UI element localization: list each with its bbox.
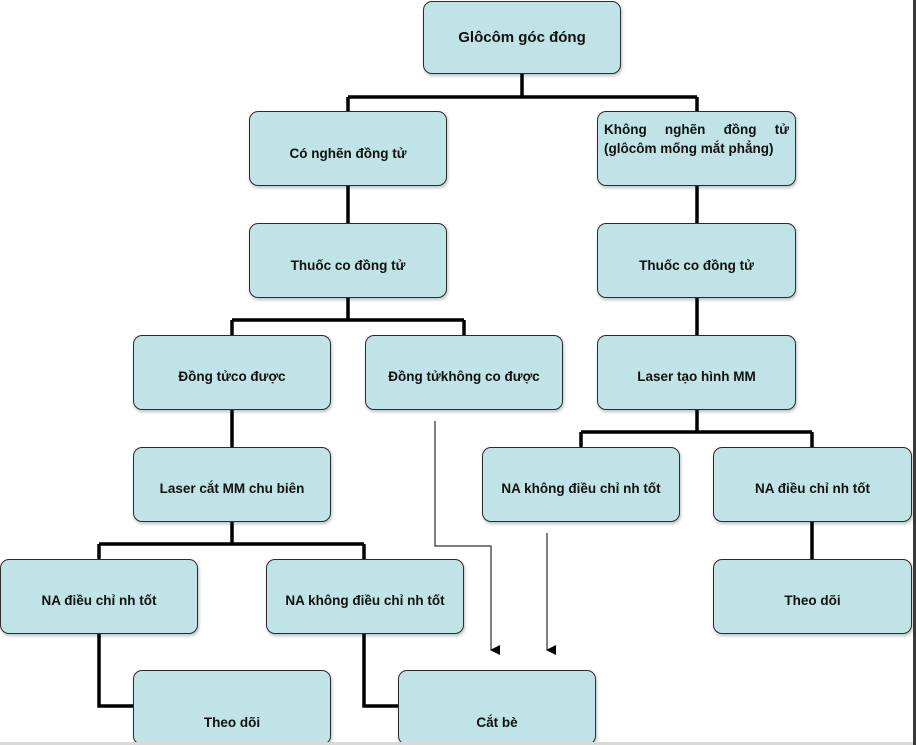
connector-controlled-followup-left: [97, 634, 133, 708]
node-miotic-left: Thuốc co đồng tử: [249, 223, 447, 298]
node-closed-angle-glaucoma: Glôcôm góc đóng: [423, 1, 621, 74]
node-label: Đồng tửkhông co được: [388, 369, 540, 384]
node-pupil-constricts: Đồng tửco được: [133, 335, 331, 410]
node-label: Cắt bè: [476, 715, 518, 730]
node-label: NA điều chỉ nh tốt: [41, 593, 157, 608]
connector-iridoplasty-split: [579, 410, 814, 447]
node-label: NA không điều chỉ nh tốt: [285, 593, 445, 608]
node-label: Glôcôm góc đóng: [458, 29, 586, 46]
node-miotic-right: Thuốc co đồng tử: [597, 223, 796, 298]
node-label: Theo dõi: [784, 593, 841, 608]
page-right-edge: [913, 0, 916, 745]
node-trabeculectomy: Cắt bè: [398, 670, 596, 745]
connector-uncontrolled-trabeculectomy: [362, 634, 398, 708]
node-label: NA không điều chỉ nh tốt: [501, 481, 661, 496]
node-label: Laser cắt MM chu biên: [159, 481, 305, 496]
node-iop-controlled-left: NA điều chỉ nh tốt: [0, 559, 198, 634]
node-iop-uncontrolled-right: NA không điều chỉ nh tốt: [482, 447, 680, 522]
node-label: Laser tạo hình MM: [637, 369, 756, 384]
node-laser-iridoplasty: Laser tạo hình MM: [597, 335, 796, 410]
page-bottom-edge: [0, 742, 916, 745]
node-label: Thuốc co đồng tử: [639, 258, 754, 273]
node-peripheral-iridotomy: Laser cắt MM chu biên: [133, 447, 331, 522]
node-follow-up-left: Theo dõi: [133, 670, 331, 745]
connector-iridotomy-split: [97, 522, 366, 559]
node-pupillary-block: Có nghẽn đồng tử: [249, 111, 447, 186]
node-label: Không nghẽn đồng tử (glôcôm mống mắt phẳ…: [604, 122, 789, 156]
connector-root-split: [346, 74, 699, 111]
arrow-not-constrict-trabeculectomy: [434, 421, 500, 655]
node-label: NA điều chỉ nh tốt: [755, 481, 870, 496]
node-pupil-not-constrict: Đồng tửkhông co được: [365, 335, 563, 410]
node-label: Đồng tửco được: [178, 369, 286, 384]
node-label: Có nghẽn đồng tử: [289, 146, 407, 161]
node-label: Theo dõi: [203, 715, 261, 730]
node-iop-uncontrolled-left: NA không điều chỉ nh tốt: [266, 559, 464, 634]
connector-miotic-split: [230, 298, 466, 335]
node-iop-controlled-right: NA điều chỉ nh tốt: [713, 447, 912, 522]
node-no-pupillary-block: Không nghẽn đồng tử (glôcôm mống mắt phẳ…: [597, 111, 796, 186]
node-follow-up-right: Theo dõi: [713, 559, 912, 634]
node-label: Thuốc co đồng tử: [290, 258, 406, 273]
